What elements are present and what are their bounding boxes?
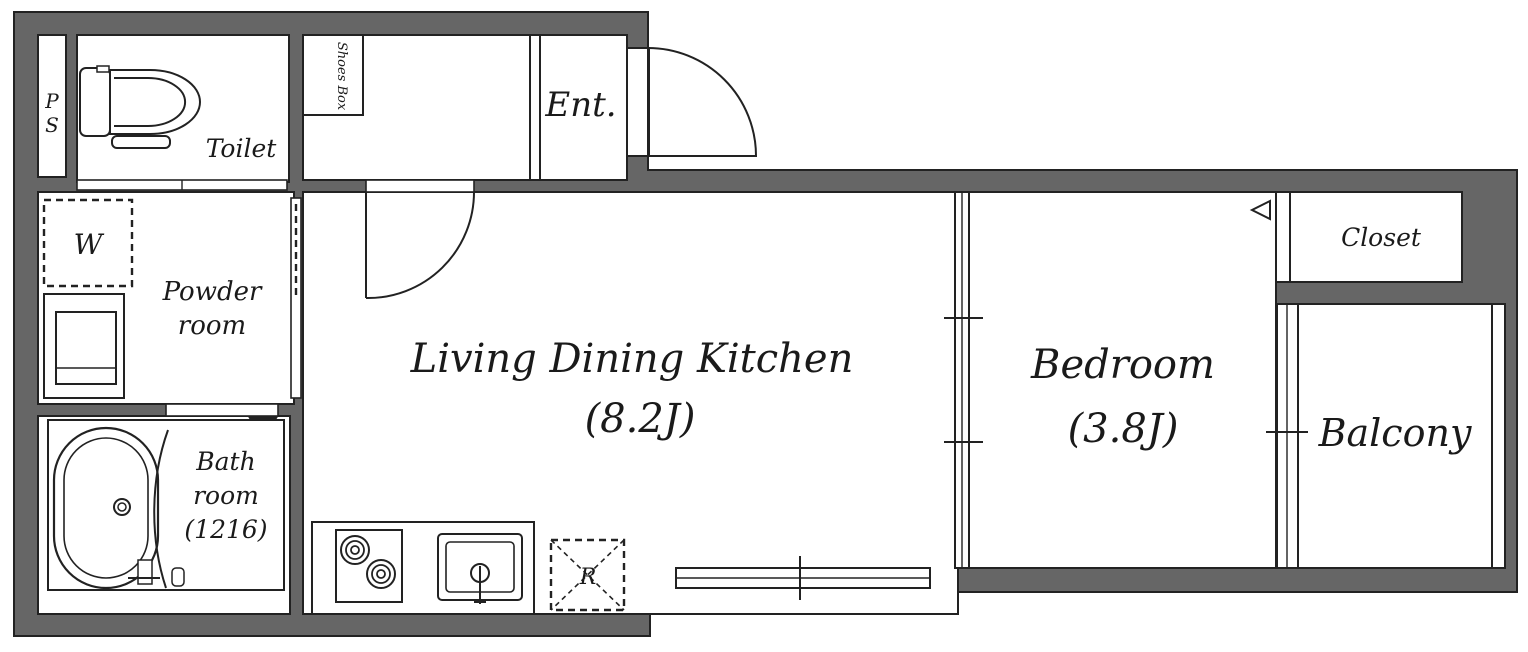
refrigerator-label: R bbox=[579, 565, 597, 590]
sink-icon bbox=[437, 533, 523, 604]
shoes-box-label: Shoes Box bbox=[334, 42, 349, 111]
bedroom-size: (3.8J) bbox=[1068, 406, 1179, 452]
closet-room bbox=[1289, 191, 1463, 283]
toilet-label: Toilet bbox=[206, 134, 278, 163]
bedroom-room bbox=[967, 191, 1277, 569]
ldk-name: Living Dining Kitchen bbox=[410, 336, 854, 382]
powder-room-door bbox=[290, 197, 302, 399]
powder-room-label-2: room bbox=[178, 311, 246, 341]
ps-label-p: P bbox=[44, 89, 59, 113]
washbasin-icon bbox=[43, 293, 125, 399]
bath-room-label-2: room bbox=[193, 481, 259, 510]
balcony-label: Balcony bbox=[1318, 411, 1472, 455]
ps-shaft bbox=[37, 34, 67, 178]
ldk-size: (8.2J) bbox=[585, 396, 696, 442]
stove-icon bbox=[335, 529, 403, 603]
entrance-label: Ent. bbox=[544, 85, 616, 125]
balcony-window bbox=[1266, 303, 1308, 569]
entrance-divider bbox=[529, 35, 541, 180]
ps-label-s: S bbox=[45, 113, 59, 137]
toilet-door bbox=[76, 179, 288, 191]
closet-label: Closet bbox=[1341, 223, 1422, 252]
shoes-box bbox=[302, 34, 364, 116]
balcony-railing bbox=[1491, 303, 1506, 569]
closet-door bbox=[1249, 191, 1291, 283]
bath-room-label-3: (1216) bbox=[184, 515, 267, 544]
bedroom-sliding-doors bbox=[944, 191, 983, 569]
refrigerator-space bbox=[549, 538, 626, 612]
ldk-door-swing bbox=[365, 179, 475, 300]
bedroom-name: Bedroom bbox=[1030, 342, 1215, 388]
washer-label: W bbox=[74, 228, 105, 261]
ldk-window bbox=[675, 556, 931, 600]
balcony-area bbox=[1297, 303, 1493, 569]
washer-space bbox=[42, 198, 134, 288]
door-swing-icon bbox=[626, 47, 758, 157]
bath-room-label-1: Bath bbox=[195, 447, 255, 476]
bathtub-icon bbox=[47, 419, 285, 591]
powder-room-label-1: Powder bbox=[162, 277, 263, 307]
toilet-icon bbox=[79, 65, 201, 149]
